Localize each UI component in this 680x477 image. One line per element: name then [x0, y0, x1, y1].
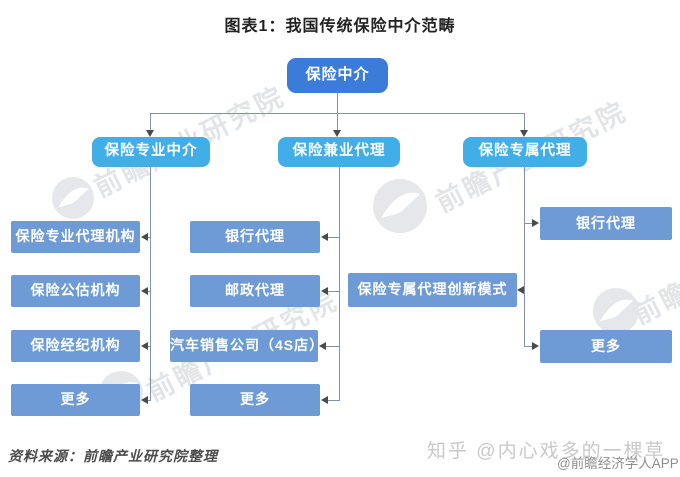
node-professional-intermediary: 保险专业中介	[92, 137, 210, 167]
connector-line	[328, 400, 340, 401]
node-insurance-intermediary: 保险中介	[287, 58, 388, 93]
arrow-left-icon	[141, 287, 148, 295]
connector-line	[147, 400, 151, 401]
node-bank-agency-exclusive: 银行代理	[540, 207, 672, 240]
brand-logo-icon	[373, 179, 427, 233]
connector-line	[326, 346, 340, 347]
app-watermark: @前瞻经济学人APP	[557, 456, 679, 471]
node-bank-agency-concurrent: 银行代理	[190, 221, 320, 253]
node-more-concurrent: 更多	[190, 384, 320, 416]
connector-line	[524, 113, 525, 131]
node-brokerage-org: 保险经纪机构	[11, 330, 140, 362]
brand-logo-icon	[52, 177, 94, 219]
connector-line	[328, 291, 340, 292]
source-note: 资料来源：前瞻产业研究院整理	[8, 450, 218, 465]
arrow-down-icon	[520, 130, 528, 137]
node-professional-agency-org: 保险专业代理机构	[11, 221, 140, 253]
node-exclusive-innovation-model: 保险专属代理创新模式	[348, 273, 517, 307]
node-more-professional: 更多	[11, 384, 140, 416]
node-concurrent-agency: 保险兼业代理	[278, 137, 400, 167]
connector-line	[525, 346, 532, 347]
arrow-left-icon	[141, 233, 148, 241]
connector-line	[525, 223, 532, 224]
node-car-dealer-4s: 汽车销售公司（4S店）	[170, 330, 323, 362]
connector-line	[337, 113, 338, 131]
arrow-left-icon	[141, 342, 148, 350]
arrow-down-icon	[146, 130, 154, 137]
arrow-left-icon	[141, 396, 148, 404]
connector-line	[147, 346, 151, 347]
node-postal-agency: 邮政代理	[190, 275, 320, 307]
connector-line	[147, 237, 151, 238]
connector-line	[524, 167, 525, 347]
arrow-left-icon	[321, 233, 328, 241]
arrow-right-icon	[532, 219, 539, 227]
arrow-left-icon	[321, 396, 328, 404]
connector-line	[150, 113, 151, 131]
connector-line	[339, 167, 340, 400]
arrow-left-icon	[321, 287, 328, 295]
arrow-left-icon	[517, 286, 524, 294]
arrow-left-icon	[319, 342, 326, 350]
brand-logo-icon	[593, 288, 639, 334]
arrow-right-icon	[532, 342, 539, 350]
zhihu-watermark: 知乎 @内心戏多的一棵草	[427, 441, 666, 462]
node-more-exclusive: 更多	[540, 330, 672, 363]
connector-line	[147, 291, 151, 292]
chart-title: 图表1：我国传统保险中介范畴	[224, 18, 456, 35]
node-exclusive-agency: 保险专属代理	[463, 137, 587, 167]
connector-line	[328, 237, 340, 238]
node-public-adjuster-org: 保险公估机构	[11, 275, 140, 307]
connector-line	[337, 93, 338, 113]
arrow-down-icon	[333, 130, 341, 137]
connector-line	[150, 167, 151, 400]
